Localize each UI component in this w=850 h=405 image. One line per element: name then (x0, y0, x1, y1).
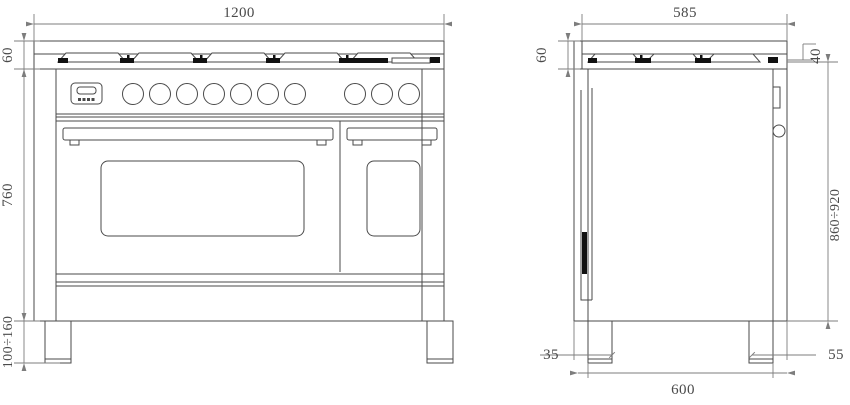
main-oven-door (62, 127, 334, 237)
dim-label-side-leg-inset-front: 35 (543, 347, 559, 363)
dim-side-rear-trim (787, 43, 816, 61)
front-knob-group-left (122, 83, 306, 105)
burner-3 (193, 52, 274, 63)
dim-label-side-cooktop-height: 60 (534, 47, 550, 63)
digital-timer-display (70, 82, 103, 105)
burner-6 (352, 57, 440, 64)
dim-label-front-width: 1200 (223, 5, 255, 21)
side-body-outline (573, 68, 788, 322)
small-oven-door (346, 127, 438, 237)
dim-side-cooktop-height (558, 33, 580, 77)
dim-front-body-height (14, 69, 40, 322)
dim-front-leg-height (14, 313, 60, 371)
dim-label-front-body-height: 760 (0, 183, 16, 207)
main-oven-window (100, 160, 305, 237)
small-oven-window (366, 160, 421, 237)
front-burner-row (56, 52, 440, 64)
control-knob (344, 83, 366, 105)
dim-side-depth (574, 14, 795, 41)
side-burner-row (586, 53, 778, 63)
dim-label-side-leg-span: 600 (671, 382, 695, 398)
front-base-trim (34, 273, 444, 322)
dim-side-body-height (787, 54, 838, 329)
main-oven-handle (62, 127, 334, 141)
side-rear-trim (772, 86, 786, 140)
small-oven-handle (346, 127, 438, 141)
control-knob (176, 83, 198, 105)
front-elevation-view (33, 40, 454, 364)
control-knob (371, 83, 393, 105)
dim-label-front-leg-height: 100÷160 (1, 316, 16, 368)
dimension-labels: 1200 60 760 100÷160 585 60 40 860÷920 35… (0, 5, 844, 398)
dim-label-side-rear-trim: 40 (808, 48, 824, 64)
dim-side-leg-inset-front (540, 321, 616, 378)
dim-label-front-cooktop-height: 60 (0, 47, 16, 63)
side-leg-front (587, 320, 613, 364)
front-leg-left (44, 320, 72, 364)
dim-front-cooktop-height (14, 33, 40, 77)
handle-bracket (316, 139, 327, 146)
control-knob (230, 83, 252, 105)
handle-bracket (352, 139, 363, 146)
front-leg-right (426, 320, 454, 364)
control-knob (203, 83, 225, 105)
front-body-outline (33, 68, 445, 322)
dim-side-leg-inset-rear (748, 321, 816, 378)
burner-2 (120, 52, 201, 63)
dim-front-overall-width (26, 14, 452, 41)
control-knob (284, 83, 306, 105)
handle-bracket (421, 139, 432, 146)
control-knob (149, 83, 171, 105)
control-knob (398, 83, 420, 105)
door-latch-hook (772, 124, 786, 138)
handle-bracket (69, 139, 80, 146)
front-control-panel (56, 113, 444, 122)
side-leg-rear (748, 320, 774, 364)
front-knob-group-right (344, 83, 420, 105)
burner-1 (56, 52, 128, 63)
dim-label-side-leg-inset-rear: 55 (828, 347, 844, 363)
burner-4 (266, 52, 347, 63)
side-door-handle (580, 90, 592, 301)
control-knob (257, 83, 279, 105)
side-elevation-view (573, 40, 788, 364)
dim-label-side-body-height: 860÷920 (828, 189, 843, 241)
dim-label-side-depth: 585 (673, 5, 697, 21)
control-knob (122, 83, 144, 105)
